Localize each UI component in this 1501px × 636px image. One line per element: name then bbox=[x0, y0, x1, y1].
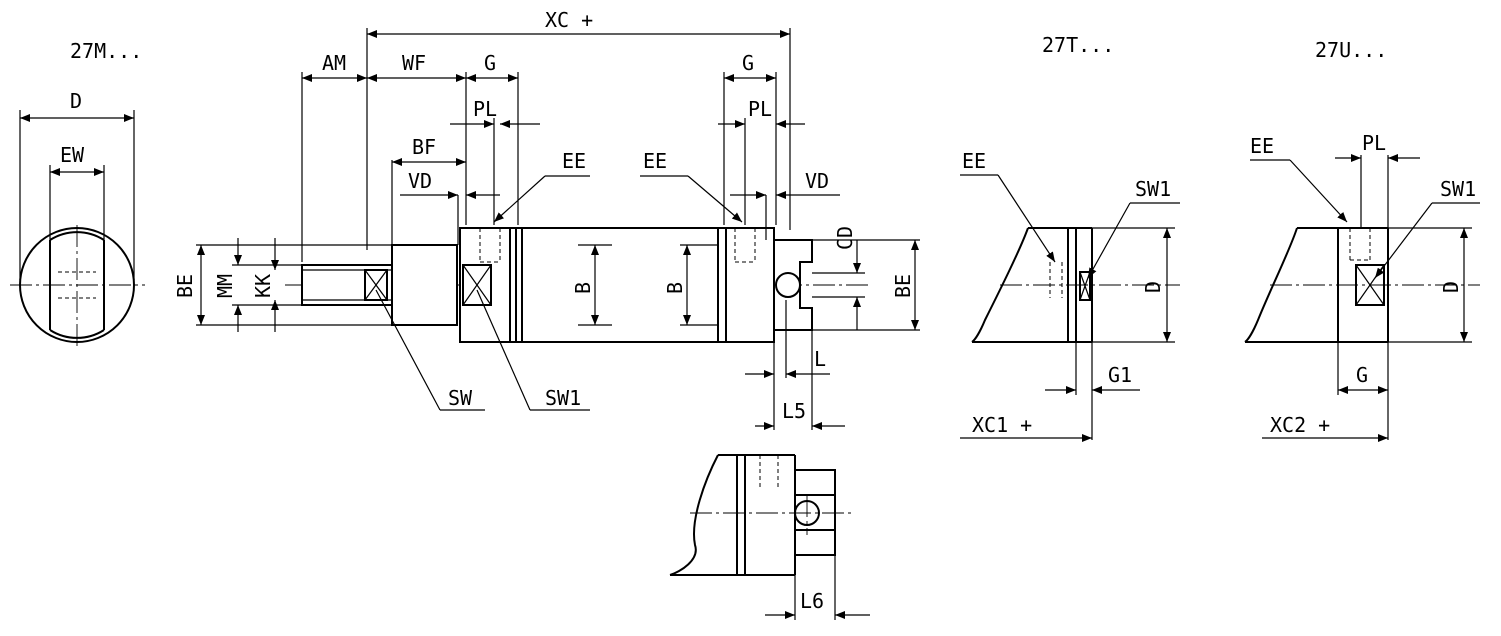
dim-b-right-label: B bbox=[663, 282, 687, 294]
front-view: 27M... D EW bbox=[10, 39, 145, 350]
view-title-27t: 27T... bbox=[1042, 33, 1114, 57]
dim-l6-label: L6 bbox=[800, 589, 824, 613]
variant-27u: 27U... EE PL SW1 D G bbox=[1244, 38, 1480, 442]
dim-cd-label: CD bbox=[833, 226, 857, 250]
dim-ew-label: EW bbox=[60, 143, 85, 167]
side-view: XC + AM WF G PL BF VD EE G bbox=[173, 8, 920, 430]
sw-flat bbox=[364, 269, 388, 301]
dim-be-right-label: BE bbox=[891, 274, 915, 298]
front-bush bbox=[391, 244, 458, 326]
detail-view: L6 bbox=[669, 454, 870, 620]
dim-bf-label: BF bbox=[412, 135, 436, 159]
dim-mm-label: MM bbox=[213, 274, 237, 298]
dim-pl-left-label: PL bbox=[473, 97, 497, 121]
dim-l5-label: L5 bbox=[782, 399, 806, 423]
view-title-27m: 27M... bbox=[70, 39, 142, 63]
dim-vd-right-label: VD bbox=[805, 169, 829, 193]
dim-wf-label: WF bbox=[402, 51, 426, 75]
dim-b-left-label: B bbox=[571, 282, 595, 294]
rod-thread bbox=[301, 264, 393, 306]
u-g-label: G bbox=[1356, 363, 1368, 387]
u-d-label: D bbox=[1439, 281, 1463, 293]
rear-head bbox=[717, 227, 775, 343]
dim-d-label: D bbox=[70, 89, 82, 113]
dim-l-label: L bbox=[814, 347, 826, 371]
u-ee-label: EE bbox=[1250, 134, 1274, 158]
dim-xc-label: XC + bbox=[545, 8, 593, 32]
pin-hole bbox=[775, 272, 801, 298]
t-d-label: D bbox=[1141, 281, 1165, 293]
u-sw1-label: SW1 bbox=[1440, 177, 1476, 201]
view-title-27u: 27U... bbox=[1315, 38, 1387, 62]
dim-vd-left-label: VD bbox=[408, 169, 432, 193]
dim-kk-label: KK bbox=[251, 274, 275, 298]
t-sw1-label: SW1 bbox=[1135, 177, 1171, 201]
sw1-flat bbox=[462, 264, 492, 306]
u-pl-label: PL bbox=[1362, 131, 1386, 155]
dim-be-left-label: BE bbox=[173, 274, 197, 298]
variant-27t: 27T... EE SW1 D G1 XC1 + bbox=[960, 33, 1180, 442]
t-xc1-label: XC1 + bbox=[972, 413, 1032, 437]
dim-ee-right-label: EE bbox=[643, 149, 667, 173]
dim-am-label: AM bbox=[322, 51, 346, 75]
u-xc2-label: XC2 + bbox=[1270, 413, 1330, 437]
t-g1-label: G1 bbox=[1108, 363, 1132, 387]
dim-ee-left-label: EE bbox=[562, 149, 586, 173]
dim-g-left-label: G bbox=[484, 51, 496, 75]
t-ee-label: EE bbox=[962, 149, 986, 173]
dim-pl-right-label: PL bbox=[748, 97, 772, 121]
dim-sw-label: SW bbox=[448, 386, 473, 410]
dim-g-right-label: G bbox=[742, 51, 754, 75]
dim-sw1-label: SW1 bbox=[545, 386, 581, 410]
clevis bbox=[773, 239, 813, 331]
